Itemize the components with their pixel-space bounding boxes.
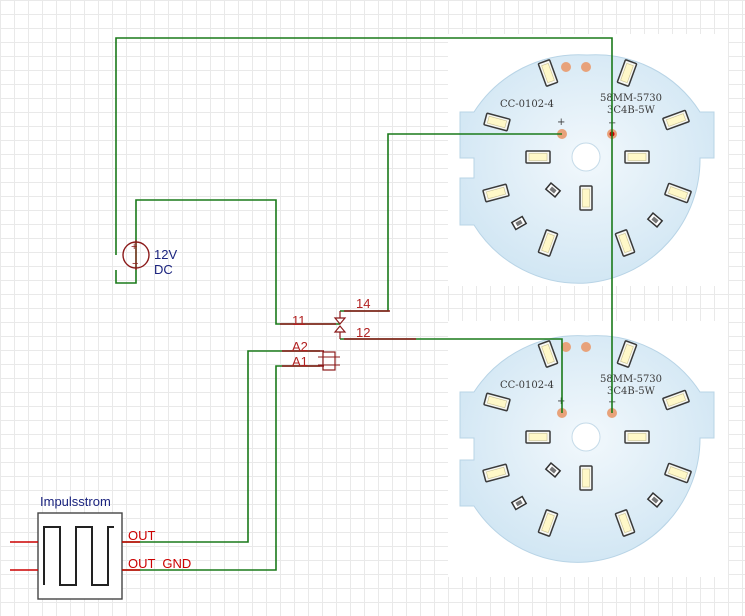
pcb-plus-mark: + <box>557 117 565 128</box>
pcb-size-label: 58MM-5730 <box>600 93 662 104</box>
pulse-out-label: OUT <box>128 528 156 543</box>
pulse-out-gnd-label: OUT GND <box>128 556 191 571</box>
led-chip <box>579 465 593 491</box>
led-chip <box>624 430 650 444</box>
battery-12v: + − 12V DC <box>122 240 177 277</box>
wire-out-to-a2 <box>122 350 320 543</box>
led-chip <box>525 430 551 444</box>
solder-pad <box>581 342 591 352</box>
pulse-generator-title: Impulsstrom <box>40 494 111 509</box>
battery-plus-sign: + <box>131 241 137 253</box>
pcb-spec-label: 3C4B-5W <box>607 386 656 397</box>
relay: 11 14 12 A2 A1 <box>280 296 416 371</box>
wire-battery-minus-to-led-minus <box>115 37 613 413</box>
relay-pin-a2: A2 <box>292 339 308 354</box>
led-chip <box>624 150 650 164</box>
pcb-spec-label: 3C4B-5W <box>607 105 656 116</box>
pcb-plus-mark: + <box>557 396 565 407</box>
solder-pad <box>581 62 591 72</box>
battery-type-label: DC <box>154 262 173 277</box>
pcb-size-label: 58MM-5730 <box>600 374 662 385</box>
square-wave-icon <box>43 526 114 586</box>
center-hole <box>571 142 601 172</box>
relay-pin-a1: A1 <box>292 354 308 369</box>
relay-pin-14: 14 <box>356 296 370 311</box>
relay-coil <box>322 351 336 371</box>
led-module-top: CC-0102-4 58MM-5730 3C4B-5W + − <box>448 34 728 286</box>
battery-minus-sign: − <box>132 258 138 270</box>
led-chip <box>525 150 551 164</box>
battery-voltage-label: 12V <box>154 247 177 262</box>
wire-battery-plus-to-relay-11 <box>115 199 340 325</box>
led-module-bottom: CC-0102-4 58MM-5730 3C4B-5W + − <box>448 321 728 577</box>
center-hole <box>571 422 601 452</box>
pcb-part-label: CC-0102-4 <box>500 99 554 110</box>
solder-pad <box>561 62 571 72</box>
led-chip <box>579 185 593 211</box>
pulse-generator: Impulsstrom OUT OUT GND <box>10 494 191 600</box>
pulse-generator-box <box>37 512 123 600</box>
relay-pin-12: 12 <box>356 325 370 340</box>
relay-pin-11: 11 <box>292 313 306 328</box>
pcb-part-label: CC-0102-4 <box>500 380 554 391</box>
solder-pad <box>561 342 571 352</box>
